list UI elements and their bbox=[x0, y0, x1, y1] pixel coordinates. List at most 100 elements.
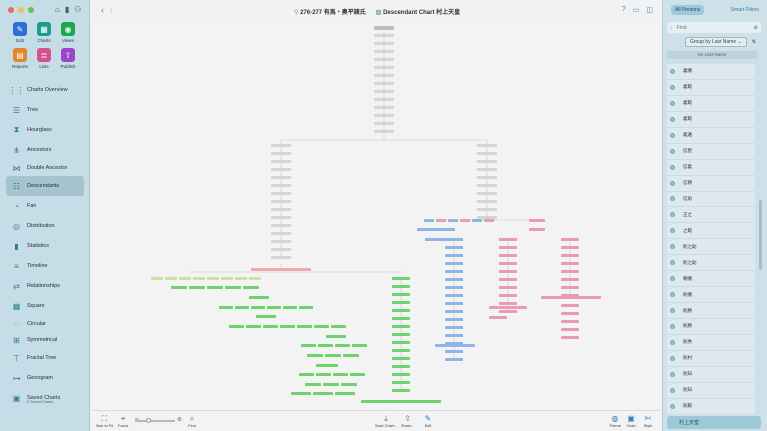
person-node[interactable] bbox=[499, 254, 517, 257]
person-node[interactable] bbox=[561, 286, 579, 289]
person-node[interactable] bbox=[350, 373, 365, 376]
person-node[interactable] bbox=[271, 184, 291, 187]
person-node[interactable] bbox=[256, 315, 276, 318]
person-node[interactable] bbox=[235, 306, 249, 309]
minimize-window-button[interactable] bbox=[18, 7, 24, 13]
person-row[interactable]: 正之 bbox=[667, 207, 755, 224]
person-node[interactable] bbox=[448, 219, 458, 222]
person-node[interactable] bbox=[561, 312, 579, 315]
person-node[interactable] bbox=[499, 238, 517, 241]
person-node[interactable] bbox=[271, 232, 291, 235]
person-node[interactable] bbox=[561, 304, 579, 307]
person-node[interactable] bbox=[165, 277, 177, 280]
person-row[interactable]: 則知 bbox=[667, 366, 755, 383]
person-node[interactable] bbox=[271, 208, 291, 211]
person-node[interactable] bbox=[307, 354, 323, 357]
person-node[interactable] bbox=[225, 286, 241, 289]
sidebar-toggle-icon[interactable]: ◫ bbox=[646, 7, 653, 14]
person-row[interactable]: 則秀 bbox=[667, 334, 755, 351]
person-node[interactable] bbox=[271, 192, 291, 195]
person-node[interactable] bbox=[436, 219, 446, 222]
person-row[interactable]: 義幡 bbox=[667, 64, 755, 80]
person-node[interactable] bbox=[179, 277, 191, 280]
person-row[interactable]: 義範 bbox=[667, 111, 755, 128]
person-node[interactable] bbox=[301, 344, 316, 347]
person-row[interactable]: 信朝 bbox=[667, 175, 755, 192]
person-node[interactable] bbox=[207, 277, 219, 280]
person-node[interactable] bbox=[561, 246, 579, 249]
person-node[interactable] bbox=[316, 373, 331, 376]
person-node[interactable] bbox=[392, 325, 410, 328]
person-node[interactable] bbox=[477, 168, 497, 171]
person-node[interactable] bbox=[235, 277, 247, 280]
person-node[interactable] bbox=[271, 200, 291, 203]
person-node[interactable] bbox=[221, 277, 233, 280]
breadcrumb-chart[interactable]: ▨ Descendant Chart 村上天皇 bbox=[376, 7, 460, 16]
person-node[interactable] bbox=[313, 392, 333, 395]
close-window-button[interactable] bbox=[8, 7, 14, 13]
find-button[interactable]: ⌕ Find bbox=[187, 414, 197, 429]
person-node[interactable] bbox=[445, 286, 463, 289]
tag-icon[interactable]: ⌂ bbox=[55, 5, 60, 14]
person-node[interactable] bbox=[435, 344, 475, 347]
person-node[interactable] bbox=[271, 152, 291, 155]
person-row[interactable]: 義範 bbox=[667, 79, 755, 96]
forward-arrow-icon[interactable]: › bbox=[110, 5, 119, 15]
person-node[interactable] bbox=[392, 381, 410, 384]
person-node[interactable] bbox=[392, 277, 410, 280]
person-node[interactable] bbox=[445, 334, 463, 337]
person-node[interactable] bbox=[445, 302, 463, 305]
person-node[interactable] bbox=[335, 392, 355, 395]
sidebar-item-tree[interactable]: ☰Tree bbox=[6, 100, 84, 120]
tool-reports[interactable]: ▤ Reports bbox=[8, 48, 32, 69]
zoom-window-button[interactable] bbox=[28, 7, 34, 13]
selected-person[interactable]: 村上天皇 bbox=[667, 416, 761, 429]
person-node[interactable] bbox=[374, 42, 394, 45]
person-node[interactable] bbox=[499, 294, 517, 297]
share-button[interactable]: ⇪ Share... bbox=[401, 414, 414, 428]
person-node[interactable] bbox=[263, 325, 278, 328]
gear-icon[interactable]: ⚙ bbox=[753, 24, 758, 31]
sidebar-item-double-ancestor[interactable]: ⋈Double Ancestor bbox=[6, 160, 84, 176]
person-node[interactable] bbox=[541, 296, 601, 299]
person-node[interactable] bbox=[445, 278, 463, 281]
sidebar-item-descendants[interactable]: ☷Descendants bbox=[6, 176, 84, 196]
person-node[interactable] bbox=[193, 277, 205, 280]
person-row[interactable]: 信則 bbox=[667, 191, 755, 208]
person-node[interactable] bbox=[151, 277, 163, 280]
person-node[interactable] bbox=[445, 326, 463, 329]
tool-views[interactable]: ◉ Views bbox=[56, 22, 80, 43]
chart-button[interactable]: ▣ Chart bbox=[626, 414, 636, 428]
person-node[interactable] bbox=[280, 325, 295, 328]
person-node[interactable] bbox=[251, 268, 311, 271]
person-node[interactable] bbox=[305, 383, 321, 386]
person-node[interactable] bbox=[529, 228, 545, 231]
people-icon[interactable]: ⚇ bbox=[74, 5, 82, 14]
sidebar-item-timeline[interactable]: ≡Timeline bbox=[6, 256, 84, 276]
back-arrow-icon[interactable]: ‹ bbox=[101, 5, 110, 15]
sidebar-item-symmetrical[interactable]: ⊞Symmetrical bbox=[6, 332, 84, 348]
person-node[interactable] bbox=[392, 357, 410, 360]
save-chart-button[interactable]: ⤓ Save Chart... bbox=[375, 414, 397, 429]
tab-all-persons[interactable]: All Persons bbox=[671, 5, 705, 15]
breadcrumb-place[interactable]: ⚲ 276-277 有馬・奥平諸氏 bbox=[294, 7, 366, 16]
person-node[interactable] bbox=[246, 325, 261, 328]
focus-button[interactable]: ⌖ Focus bbox=[118, 414, 128, 429]
tool-lists[interactable]: ≣ Lists bbox=[32, 48, 56, 69]
person-node[interactable] bbox=[374, 98, 394, 101]
person-node[interactable] bbox=[499, 278, 517, 281]
person-node[interactable] bbox=[561, 262, 579, 265]
person-node[interactable] bbox=[207, 286, 223, 289]
person-node[interactable] bbox=[445, 246, 463, 249]
zoom-slider[interactable] bbox=[135, 418, 175, 423]
group-by-select[interactable]: Group by Last Name ⌄ bbox=[685, 37, 747, 47]
person-node[interactable] bbox=[392, 293, 410, 296]
person-node[interactable] bbox=[561, 328, 579, 331]
person-node[interactable] bbox=[374, 130, 394, 133]
person-node[interactable] bbox=[271, 256, 291, 259]
person-node[interactable] bbox=[271, 216, 291, 219]
person-node[interactable] bbox=[271, 168, 291, 171]
person-node[interactable] bbox=[189, 286, 205, 289]
person-node[interactable] bbox=[477, 160, 497, 163]
person-node[interactable] bbox=[445, 318, 463, 321]
